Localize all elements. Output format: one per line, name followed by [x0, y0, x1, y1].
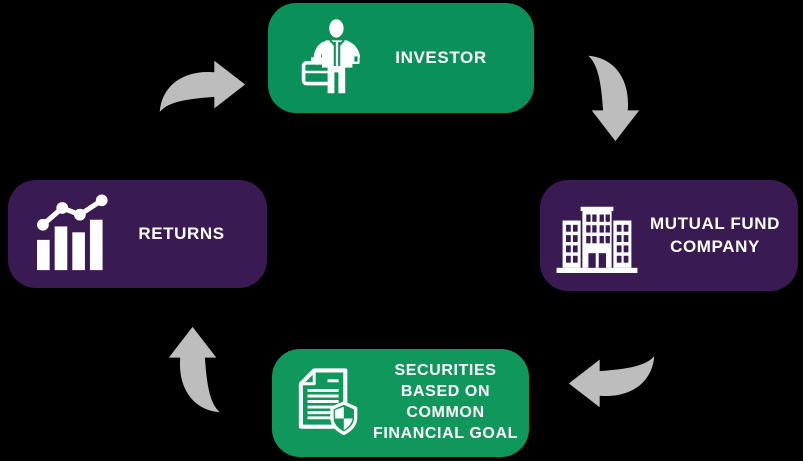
document-shield-icon	[298, 368, 358, 436]
arrow-mutual-fund-company-to-securities	[568, 354, 656, 412]
arrow-securities-to-returns	[164, 326, 222, 414]
arrow-returns-to-investor	[158, 56, 246, 114]
node-returns: RETURNS	[8, 180, 267, 288]
node-securities-label: SECURITIES BASED ON COMMON FINANCIAL GOA…	[373, 362, 518, 442]
node-investor: INVESTOR	[268, 3, 534, 113]
businessman-icon	[301, 19, 360, 94]
node-mutual-fund-company: MUTUAL FUND COMPANY	[540, 180, 798, 291]
bar-chart-icon	[37, 194, 108, 271]
node-securities: SECURITIES BASED ON COMMON FINANCIAL GOA…	[272, 349, 529, 457]
building-icon	[556, 206, 638, 273]
node-returns-label: RETURNS	[138, 223, 225, 243]
node-mutual-fund-company-label: MUTUAL FUND COMPANY	[650, 214, 780, 256]
node-investor-label: INVESTOR	[395, 47, 487, 67]
arrow-investor-to-mutual-fund-company	[586, 54, 644, 142]
